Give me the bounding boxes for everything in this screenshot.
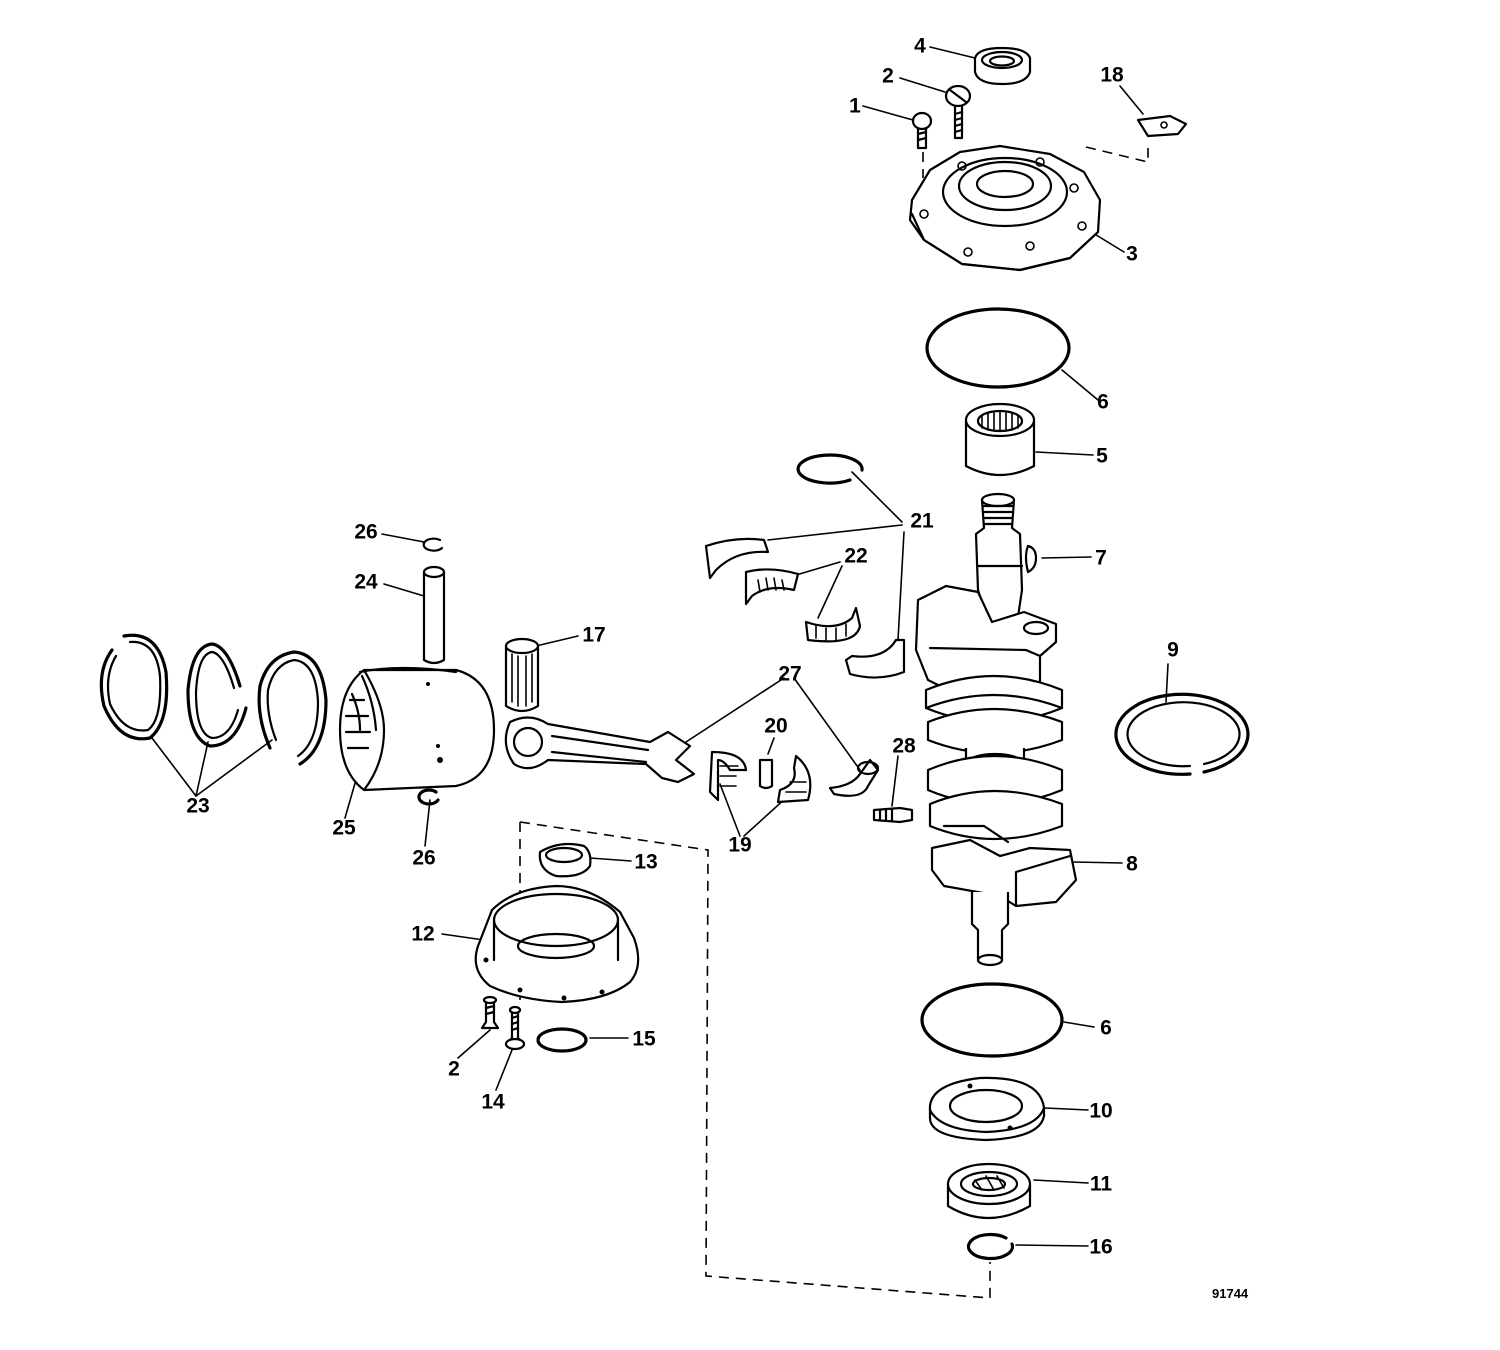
callout-10: 10 xyxy=(1089,1099,1113,1123)
dowel-pin-part-20 xyxy=(758,758,774,790)
callout-26-lower: 26 xyxy=(412,846,436,870)
callout-12: 12 xyxy=(411,922,435,946)
callout-16: 16 xyxy=(1089,1235,1113,1259)
ball-bearing-part-11 xyxy=(946,1162,1032,1220)
needle-bearing-part-5 xyxy=(964,402,1036,476)
callout-2-top: 2 xyxy=(882,64,894,88)
callout-3: 3 xyxy=(1126,242,1138,266)
callout-22: 22 xyxy=(844,544,868,568)
callout-7: 7 xyxy=(1095,546,1107,570)
callout-21: 21 xyxy=(910,509,934,533)
callout-19: 19 xyxy=(728,833,752,857)
callout-13: 13 xyxy=(634,850,658,874)
lock-ring-part-26-lower xyxy=(417,788,440,806)
screw-part-28 xyxy=(872,806,914,824)
screw-part-2-top xyxy=(944,84,972,140)
piston-part-25 xyxy=(338,666,496,792)
callout-26-upper: 26 xyxy=(354,520,378,544)
clip-part-18 xyxy=(1136,114,1188,138)
screw-part-14 xyxy=(504,1005,526,1051)
callout-9: 9 xyxy=(1167,638,1179,662)
screw-part-1 xyxy=(911,111,933,150)
piston-ring-part-23-c xyxy=(257,650,328,766)
callout-8: 8 xyxy=(1126,852,1138,876)
lower-bearing-housing-part-12 xyxy=(474,884,640,1004)
callout-15: 15 xyxy=(632,1027,656,1051)
needle-bearing-part-19-left xyxy=(708,750,748,802)
retaining-ring-part-9 xyxy=(1114,692,1250,776)
drawing-number: 91744 xyxy=(1212,1286,1249,1301)
callout-23: 23 xyxy=(186,794,210,818)
connecting-rod xyxy=(504,716,696,784)
callout-6-upper: 6 xyxy=(1097,390,1109,414)
callout-14: 14 xyxy=(481,1090,505,1114)
callout-11: 11 xyxy=(1089,1172,1113,1196)
needle-bearing-part-19-right xyxy=(776,754,812,804)
callout-6-lower: 6 xyxy=(1100,1016,1112,1040)
crankshaft-part-8 xyxy=(914,492,1078,967)
o-ring-part-15 xyxy=(536,1027,588,1053)
lock-ring-part-26-upper xyxy=(422,537,444,552)
o-ring-part-6-upper xyxy=(925,307,1071,389)
retainer-plate-part-10 xyxy=(928,1076,1046,1142)
retaining-ring-part-16 xyxy=(966,1232,1015,1261)
bearing-liner-part-21-upper xyxy=(704,537,770,580)
wrist-pin-part-24 xyxy=(422,565,446,665)
seal-part-13 xyxy=(538,842,592,878)
upper-bearing-housing-part-3 xyxy=(908,144,1102,272)
callout-24: 24 xyxy=(354,570,378,594)
callout-18: 18 xyxy=(1100,63,1124,87)
bearing-liner-part-21-lower xyxy=(844,638,906,679)
piston-ring-part-23-b xyxy=(186,642,248,748)
callout-28: 28 xyxy=(892,734,916,758)
screw-part-2-lower xyxy=(480,995,500,1030)
callout-27: 27 xyxy=(778,662,802,686)
o-ring-part-6-lower xyxy=(920,982,1064,1058)
callout-4: 4 xyxy=(914,34,926,58)
callout-20: 20 xyxy=(764,714,788,738)
callout-25: 25 xyxy=(332,816,356,840)
rod-cap-part-27 xyxy=(828,758,880,797)
callout-2-lower: 2 xyxy=(448,1057,460,1081)
key-part-7 xyxy=(1024,544,1038,574)
callout-5: 5 xyxy=(1096,444,1108,468)
piston-ring-part-23-a xyxy=(99,633,169,741)
needle-bearing-part-22-lower xyxy=(804,606,862,643)
callout-17: 17 xyxy=(582,623,606,647)
retaining-ring-part-21 xyxy=(796,453,864,485)
needle-bearing-part-17 xyxy=(504,637,540,713)
seal-part-4 xyxy=(973,46,1032,86)
callout-1: 1 xyxy=(849,94,861,118)
needle-bearing-part-22-upper xyxy=(744,568,800,606)
